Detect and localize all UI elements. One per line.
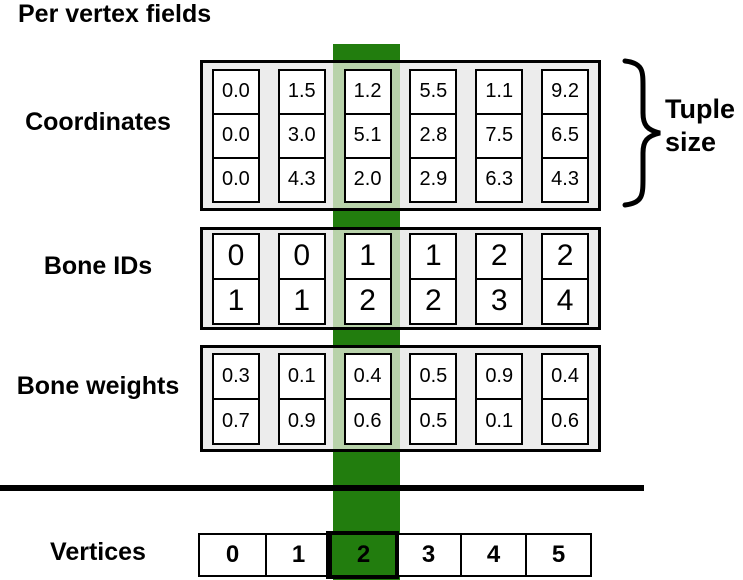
tuple-size-brace bbox=[622, 58, 661, 208]
tuple-cell: 0.4 bbox=[551, 364, 579, 387]
tuple-cell: 9.2 bbox=[551, 80, 579, 102]
tuple-cell: 0.1 bbox=[287, 364, 316, 387]
tuple-cell: 0.9 bbox=[485, 364, 514, 387]
tuple-size-label-line1: Tuple bbox=[665, 94, 735, 124]
vertex-cell: 3 bbox=[395, 535, 460, 575]
tuple-cell: 0.6 bbox=[543, 397, 588, 443]
tuple-cell: 1 bbox=[213, 277, 258, 323]
field-label-bone-ids: Bone IDs bbox=[43, 252, 153, 280]
tuple-cell: 3.0 bbox=[279, 112, 324, 157]
tuple-cell: 0 bbox=[293, 239, 311, 272]
vertex-cell: 5 bbox=[525, 535, 590, 575]
vertices-label: Vertices bbox=[50, 538, 146, 566]
tuple-cell: 0.1 bbox=[477, 397, 522, 443]
vertex-cell-highlighted: 2 bbox=[330, 535, 395, 575]
tuple-cell: 4 bbox=[543, 277, 588, 323]
vertex-cell: 0 bbox=[200, 535, 265, 575]
tuple-cell: 0.6 bbox=[345, 397, 390, 443]
page-title: Per vertex fields bbox=[18, 0, 212, 28]
tuple-cell: 2.8 bbox=[411, 112, 456, 157]
tuple-cell: 5.1 bbox=[345, 112, 390, 157]
field-label-bone-weights: Bone weights bbox=[16, 372, 180, 400]
vertex-cell: 4 bbox=[460, 535, 525, 575]
tuple-cell: 0.0 bbox=[213, 112, 258, 157]
field-label-coordinates: Coordinates bbox=[25, 108, 171, 136]
tuple-cell: 0.3 bbox=[222, 364, 250, 387]
tuple-cell: 2.9 bbox=[411, 156, 456, 201]
tuple-cell: 2 bbox=[490, 239, 508, 272]
tuple-cell: 0.9 bbox=[279, 397, 324, 443]
tuple-cell: 0.0 bbox=[213, 156, 258, 201]
tuple-cell: 3 bbox=[477, 277, 522, 323]
tuple-size-label-line2: size bbox=[665, 127, 717, 157]
tuple-cell: 0.7 bbox=[213, 397, 258, 443]
tuple-cell: 4.3 bbox=[279, 156, 324, 201]
tuple-cell: 1.1 bbox=[485, 80, 514, 102]
tuple-cell: 2 bbox=[411, 277, 456, 323]
vertex-cell: 1 bbox=[265, 535, 330, 575]
tuple-cell: 1.5 bbox=[287, 80, 316, 102]
tuple-cell: 5.5 bbox=[419, 80, 448, 102]
tuple-cell: 0.0 bbox=[222, 80, 250, 102]
tuple-cell: 1 bbox=[279, 277, 324, 323]
divider-line bbox=[0, 485, 644, 491]
tuple-cell: 2 bbox=[556, 239, 574, 272]
tuple-cell: 0.5 bbox=[419, 364, 448, 387]
tuple-cell: 7.5 bbox=[477, 112, 522, 157]
tuple-cell: 0.4 bbox=[353, 364, 382, 387]
tuple-cell: 0 bbox=[227, 239, 245, 272]
tuple-cell: 1.2 bbox=[353, 80, 382, 102]
tuple-cell: 6.5 bbox=[543, 112, 588, 157]
tuple-cell: 1 bbox=[359, 239, 376, 272]
tuple-cell: 2 bbox=[345, 277, 390, 323]
tuple-cell: 2.0 bbox=[345, 156, 390, 201]
tuple-cell: 4.3 bbox=[543, 156, 588, 201]
tuple-cell: 6.3 bbox=[477, 156, 522, 201]
tuple-cell: 0.5 bbox=[411, 397, 456, 443]
tuple-cell: 1 bbox=[425, 239, 442, 272]
tuple-size-label: Tuple size bbox=[665, 93, 743, 159]
